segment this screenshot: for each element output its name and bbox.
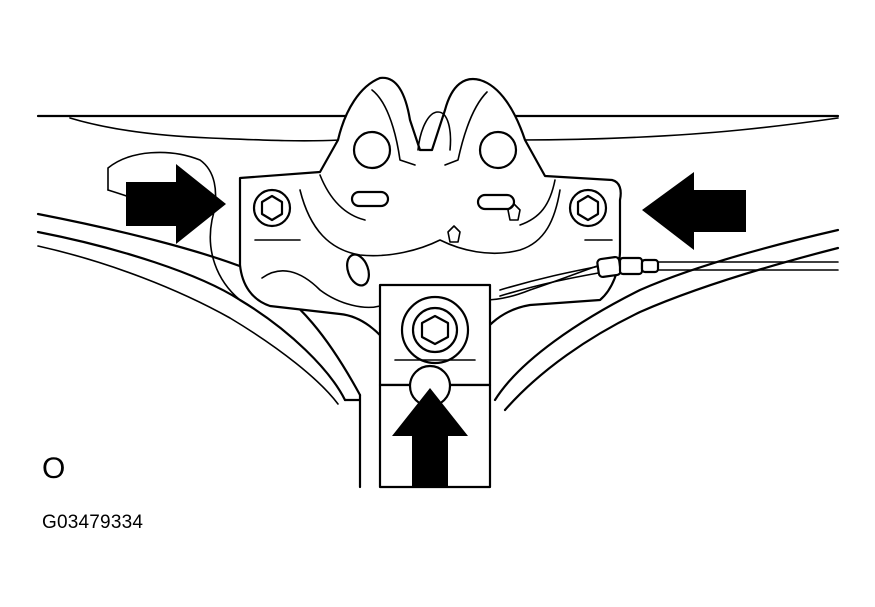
latch-bracket: [238, 76, 622, 357]
release-cable: [499, 255, 839, 297]
corner-mark-label: O: [42, 452, 66, 485]
arrow-right-icon: [126, 164, 226, 244]
bracket-bolts: [252, 188, 608, 228]
left-bolt: [252, 188, 292, 228]
right-bolt: [568, 188, 608, 228]
figure-code-label: G03479334: [42, 512, 144, 533]
arrow-left-icon: [642, 172, 746, 250]
arrow-up-icon: [392, 388, 468, 486]
